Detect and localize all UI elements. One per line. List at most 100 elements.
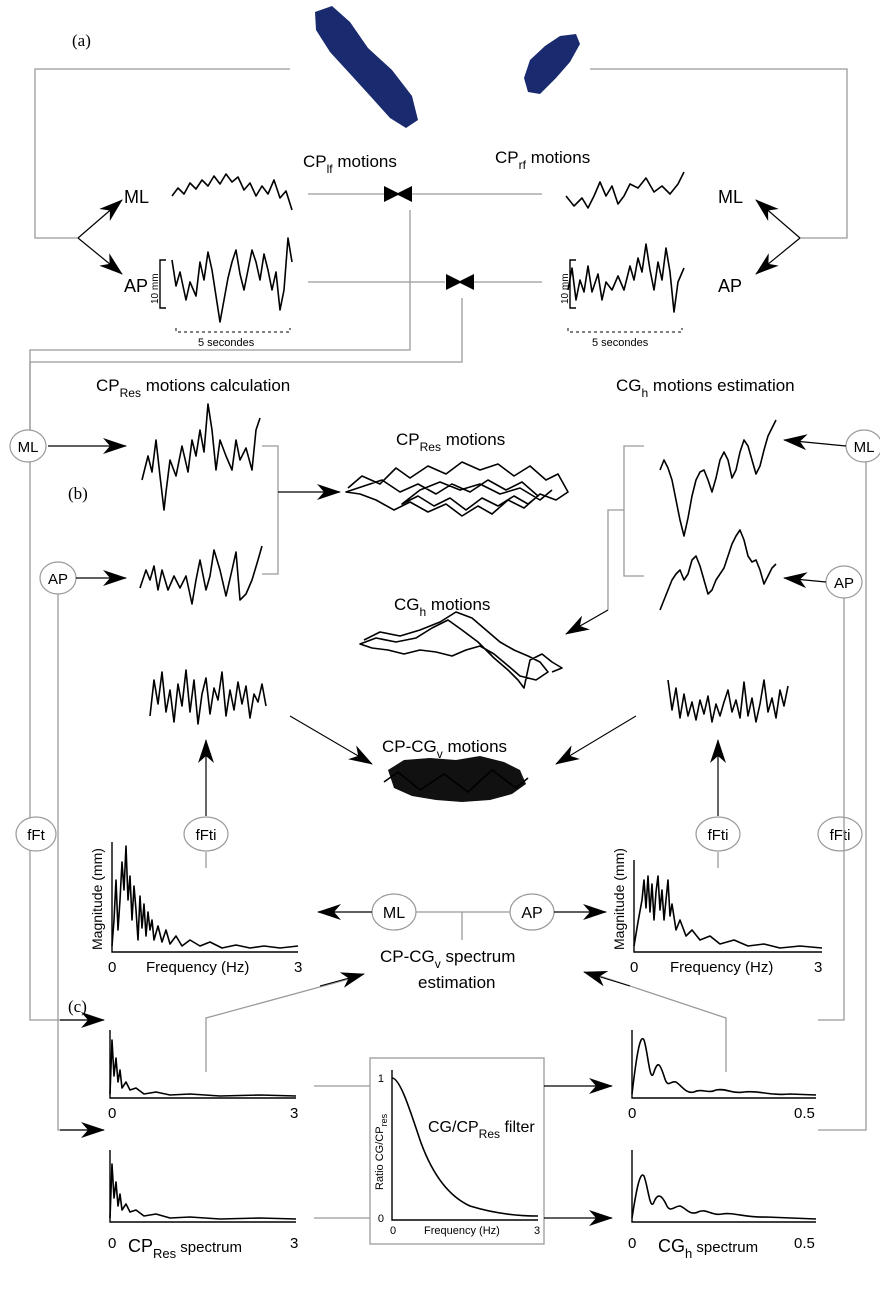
- left-bus-connector: [29, 362, 90, 1021]
- right-bus-connector-ml: [818, 462, 867, 1131]
- cgh-spectrum-bottom: 0 0.5: [628, 1150, 817, 1252]
- connector: [607, 509, 624, 610]
- ap-label-left: AP: [124, 276, 148, 296]
- tick-3: 3: [814, 959, 822, 976]
- cgh-estimation-title: CGh motions estimation: [616, 376, 795, 400]
- tick-0: 0: [108, 959, 116, 976]
- tick-3: 3: [534, 1225, 540, 1237]
- connector: [30, 298, 463, 363]
- magnitude-ylabel-left: Magnitude (mm): [89, 848, 105, 950]
- connector: [205, 975, 361, 1072]
- spectrum-estimation-title-2: estimation: [418, 973, 495, 992]
- ffti-node-right-inner: [695, 816, 741, 852]
- ffti-right-signal: [667, 679, 789, 723]
- cgh-trajectory: [359, 611, 563, 689]
- scale-label-time-left: 5 secondes: [198, 337, 255, 349]
- cpres-spectrum-top: 0 3: [108, 1030, 298, 1122]
- tick-0: 0: [108, 1105, 116, 1122]
- ap-label-right: AP: [718, 276, 742, 296]
- tick-0: 0: [390, 1225, 396, 1237]
- arrow-icon: [77, 199, 123, 239]
- filter-box: [369, 1057, 545, 1245]
- panel-label-a: (a): [72, 31, 91, 50]
- arrow-icon: [319, 972, 365, 988]
- cpres-motions-title: CPRes motions: [396, 430, 505, 454]
- ml-label-left: ML: [124, 187, 149, 207]
- ffti-left-signal: [149, 669, 267, 725]
- filter-ylabel: Ratio CG/CPres: [374, 1113, 389, 1190]
- arrow-icon: [755, 199, 801, 239]
- cgh-ml-trace: [659, 419, 777, 537]
- ffti-node-left-label: fFti: [196, 827, 217, 844]
- arrow-icon: [565, 609, 609, 635]
- scale-bar-horizontal: [175, 328, 291, 333]
- arrow-icon: [583, 971, 631, 987]
- left-ml-trace: [171, 173, 293, 211]
- cpres-spectrum-bottom: 0 3: [108, 1150, 298, 1252]
- arrow-icon: [77, 237, 123, 275]
- cpcgv-motions-title: CP-CGv motions: [382, 737, 507, 761]
- left-frame-connector: [34, 68, 290, 239]
- fft-node-left: [15, 816, 57, 852]
- tick-0: 0: [630, 959, 638, 976]
- left-magnitude-spectrum: Magnitude (mm) 0 3 Frequency (Hz): [89, 842, 302, 976]
- ml-node-left-label: ML: [18, 439, 39, 456]
- bracket-connector: [262, 445, 279, 575]
- ap-node-left-label: AP: [48, 571, 68, 588]
- cpres-ml-trace: [141, 403, 261, 511]
- connector: [599, 975, 727, 1072]
- magnitude-ylabel-right: Magnitude (mm): [611, 848, 627, 950]
- panel-label-c: (c): [68, 997, 87, 1016]
- arrow-icon: [555, 715, 637, 765]
- right-magnitude-spectrum: Magnitude (mm) 0 3 Frequency (Hz): [611, 848, 822, 976]
- cpres-spectrum-label: CPRes spectrum: [128, 1236, 242, 1261]
- cgh-spectrum-top: 0 0.5: [628, 1030, 817, 1122]
- spectrum-estimation-title-1: CP-CGv spectrum: [380, 947, 515, 971]
- tick-3: 3: [290, 1235, 298, 1252]
- ap-node-center-label: AP: [521, 905, 542, 922]
- cgh-spectrum-label: CGh spectrum: [658, 1236, 758, 1261]
- cpres-ap-trace: [139, 545, 263, 605]
- tick-05: 0.5: [794, 1105, 815, 1122]
- tick-0: 0: [628, 1105, 636, 1122]
- junction-icon: [384, 186, 412, 202]
- ffti-node-left: [183, 816, 229, 852]
- right-foot-cp-cloud: [524, 34, 580, 94]
- cpres-calculation-title: CPRes motions calculation: [96, 376, 290, 400]
- right-bus-connector: [818, 598, 845, 1021]
- scale-bar-vertical: [159, 259, 166, 309]
- ap-node-right-label: AP: [834, 575, 854, 592]
- filter-tick-1: 1: [378, 1073, 384, 1085]
- frequency-xlabel-right: Frequency (Hz): [670, 959, 773, 976]
- ml-node-right-label: ML: [854, 439, 875, 456]
- right-ap-trace: [567, 243, 685, 313]
- ffti-node-right-inner-label: fFti: [708, 827, 729, 844]
- cpcgv-trajectory-blob: [383, 756, 529, 802]
- ffti-node-right-outer: [817, 816, 863, 852]
- tick-3: 3: [290, 1105, 298, 1122]
- tick-05: 0.5: [794, 1235, 815, 1252]
- right-frame-connector: [590, 68, 848, 239]
- tick-0: 0: [628, 1235, 636, 1252]
- scale-label-mm-left: 10 mm: [150, 273, 161, 304]
- right-ml-trace: [565, 171, 685, 209]
- left-ap-trace: [171, 237, 293, 323]
- panel-label-b: (b): [68, 484, 88, 503]
- frequency-xlabel-left: Frequency (Hz): [146, 959, 249, 976]
- arrow-icon: [783, 572, 827, 589]
- cgh-motions-title: CGh motions: [394, 595, 490, 619]
- ffti-node-right-outer-label: fFti: [830, 827, 851, 844]
- ml-node-center-label: ML: [383, 905, 405, 922]
- ml-node-left: [9, 429, 47, 463]
- scale-label-mm-right: 10 mm: [560, 273, 571, 304]
- filter-tick-0: 0: [378, 1213, 384, 1225]
- arrow-icon: [289, 715, 373, 765]
- arrow-icon: [783, 434, 847, 451]
- cp-rf-motions-title: CPrf motions: [495, 148, 590, 172]
- bracket-connector: [623, 445, 644, 577]
- fft-node-left-label: fFt: [27, 827, 45, 844]
- cp-lf-motions-title: CPlf motions: [303, 152, 397, 176]
- junction-icon: [446, 274, 474, 290]
- ml-label-right: ML: [718, 187, 743, 207]
- filter-title: CG/CPRes filter: [428, 1119, 535, 1141]
